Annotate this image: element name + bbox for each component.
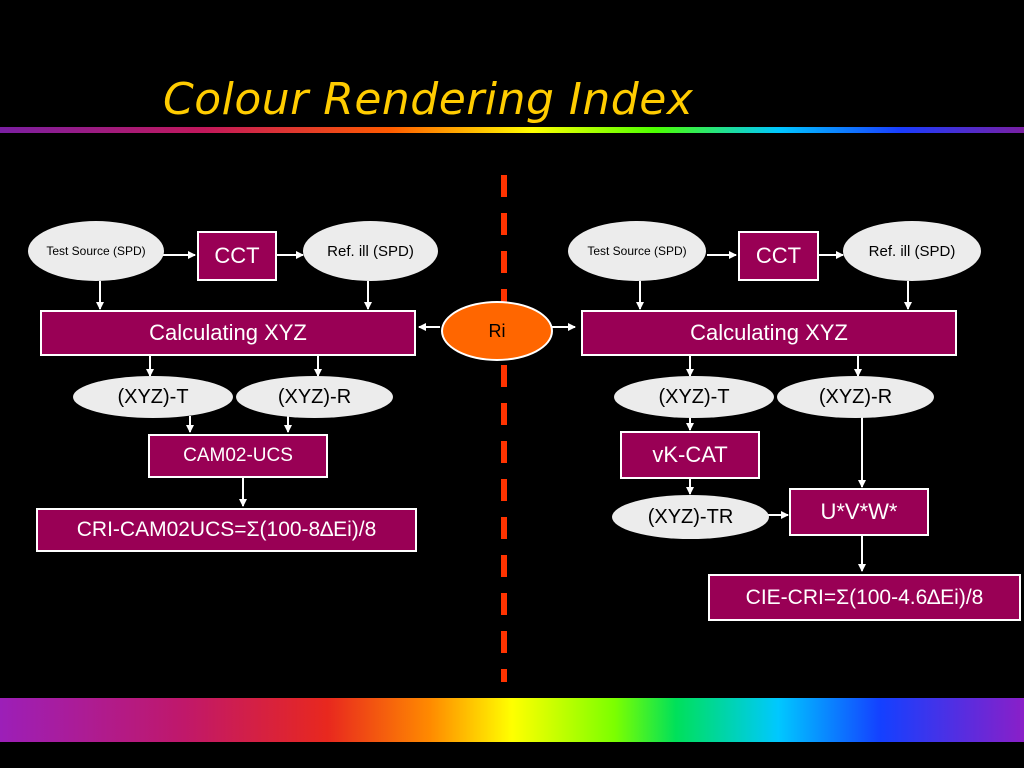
right-vk-cat-label: vK-CAT	[652, 442, 728, 467]
rainbow-divider-top	[0, 127, 1024, 133]
left-test-source-oval: Test Source (SPD)	[28, 221, 164, 281]
right-xyz-t-label: (XYZ)-T	[658, 385, 730, 408]
right-calculating-xyz-box: Calculating XYZ	[581, 310, 957, 356]
left-test-source-label: Test Source (SPD)	[46, 244, 146, 258]
left-cct-label: CCT	[214, 243, 260, 268]
left-xyz-t-oval: (XYZ)-T	[73, 376, 233, 418]
right-test-source-oval: Test Source (SPD)	[568, 221, 706, 281]
left-xyz-r-oval: (XYZ)-R	[236, 376, 393, 418]
right-cct-box: CCT	[738, 231, 819, 281]
right-xyz-r-label: (XYZ)-R	[818, 385, 893, 408]
right-calculating-xyz-label: Calculating XYZ	[690, 320, 848, 345]
right-formula-box: CIE-CRI=Σ(100-4.6∆Ei)/8	[708, 574, 1021, 621]
left-cam02-ucs-label: CAM02-UCS	[183, 445, 293, 466]
left-formula-box: CRI-CAM02UCS=Σ(100-8∆Ei)/8	[36, 508, 417, 552]
right-formula-label: CIE-CRI=Σ(100-4.6∆Ei)/8	[745, 585, 984, 609]
right-test-source-label: Test Source (SPD)	[587, 244, 687, 258]
right-ref-ill-oval: Ref. ill (SPD)	[843, 221, 981, 281]
right-uvw-box: U*V*W*	[789, 488, 929, 536]
left-cct-box: CCT	[197, 231, 277, 281]
right-uvw-label: U*V*W*	[820, 499, 898, 524]
right-xyz-tr-oval: (XYZ)-TR	[612, 495, 769, 539]
right-vk-cat-box: vK-CAT	[620, 431, 760, 479]
left-cam02-ucs-box: CAM02-UCS	[148, 434, 328, 478]
right-xyz-tr-label: (XYZ)-TR	[647, 505, 734, 528]
right-xyz-t-oval: (XYZ)-T	[614, 376, 774, 418]
right-cct-label: CCT	[755, 243, 802, 268]
left-calculating-xyz-box: Calculating XYZ	[40, 310, 416, 356]
left-ref-ill-oval: Ref. ill (SPD)	[303, 221, 438, 281]
right-xyz-r-oval: (XYZ)-R	[777, 376, 934, 418]
left-xyz-t-label: (XYZ)-T	[117, 385, 189, 408]
ri-node: Ri	[441, 301, 553, 361]
right-ref-ill-label: Ref. ill (SPD)	[868, 242, 956, 260]
page-title: Colour Rendering Index	[163, 74, 694, 125]
left-ref-ill-label: Ref. ill (SPD)	[327, 242, 414, 260]
left-calculating-xyz-label: Calculating XYZ	[149, 320, 307, 345]
left-xyz-r-label: (XYZ)-R	[277, 385, 352, 408]
left-formula-label: CRI-CAM02UCS=Σ(100-8∆Ei)/8	[76, 518, 377, 541]
rainbow-band-bottom	[0, 698, 1024, 742]
ri-label: Ri	[488, 320, 506, 341]
